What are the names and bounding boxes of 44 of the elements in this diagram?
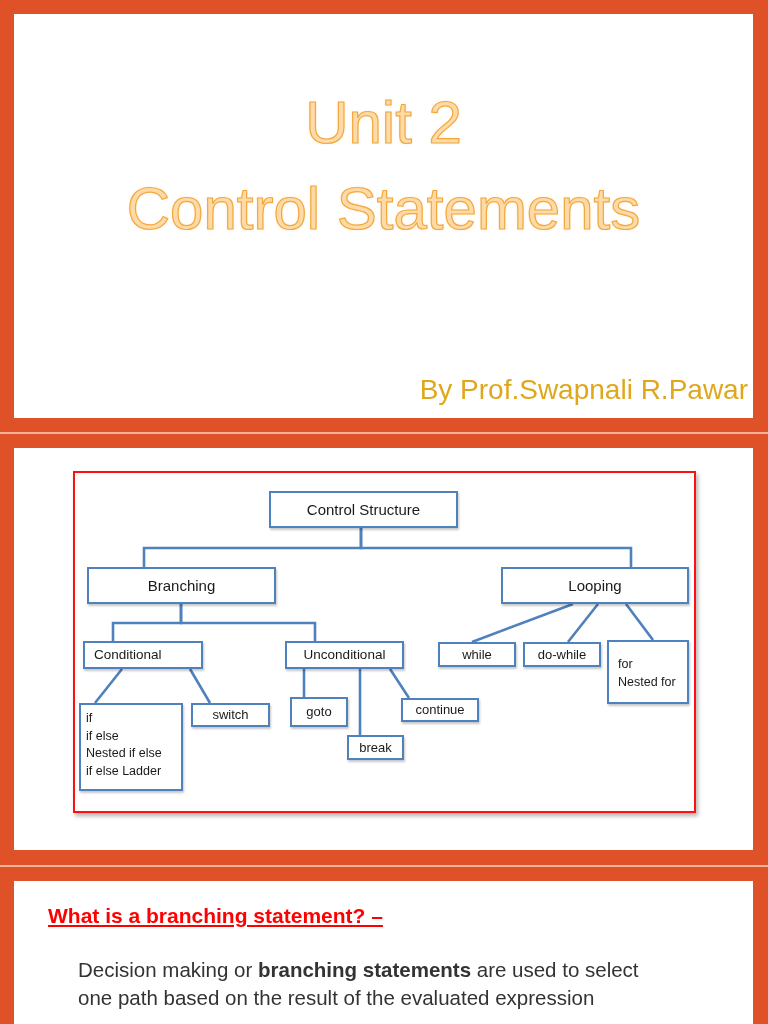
node-label: if [86,710,93,727]
tree-node-box [83,641,203,669]
tree-node-box [285,641,404,669]
tree-node-box [347,735,404,760]
connector-line [179,604,317,641]
connector-line [358,669,362,735]
node-label: do-while [537,646,587,663]
node-label: for [618,656,633,673]
connector-line [94,668,123,704]
node-label: Branching [147,576,216,595]
tree-node-box [438,642,516,667]
connector-line [188,668,212,704]
node-label: Nested if else [86,745,162,762]
connector-line [359,528,633,567]
connector-line [624,603,655,641]
node-label: break [359,739,392,756]
node-label: continue [415,702,465,718]
node-label: Conditional [94,646,162,664]
node-label: Control Structure [306,500,421,519]
body-paragraph: Decision making or branching statements are used to select one path based on the result of the evaluated expression [78,957,640,1011]
tree-node-box [401,698,479,722]
connector-line [388,668,411,699]
connector-line [471,602,574,644]
connector-line [302,669,306,697]
tree-node-box [79,703,183,791]
tree-node-box [87,567,276,604]
author-byline: By Prof.Swapnali R.Pawar [419,373,748,407]
node-label: Looping [568,576,622,595]
node-label: Unconditional [303,646,386,664]
section-heading: What is a branching statement? – [48,903,383,929]
node-label: Nested for [618,674,676,691]
node-label: goto [306,704,332,720]
tree-node-box [501,567,689,604]
node-label: if else Ladder [86,762,162,780]
tree-node-box [290,697,348,727]
tree-node-box [607,640,689,704]
node-label: switch [212,707,249,723]
connector-line [566,603,600,643]
tree-node-box [269,491,458,528]
node-label: if else [86,727,119,745]
slide-title: Unit 2 Control Statements [125,88,642,244]
tree-node-box [191,703,270,727]
tree-node-box [523,642,601,667]
node-label: while [462,646,492,663]
